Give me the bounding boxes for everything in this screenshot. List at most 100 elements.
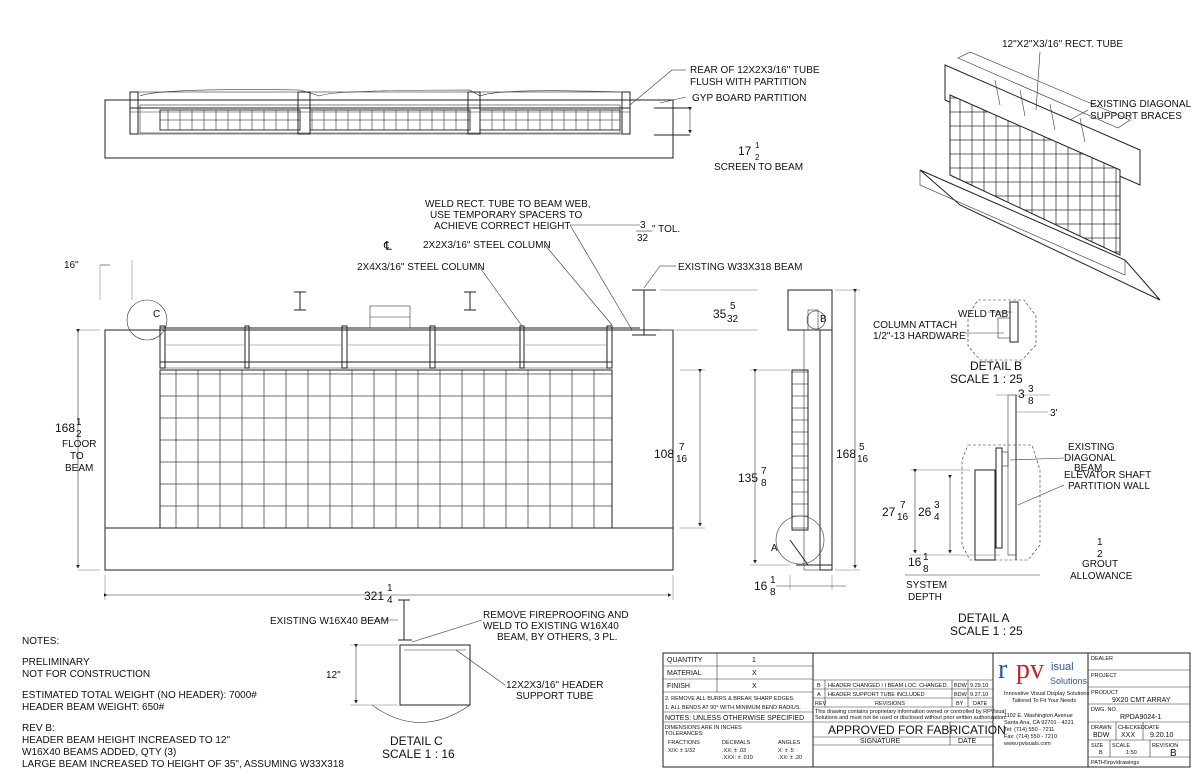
date-header: DATE (973, 701, 988, 707)
label-column-attach: COLUMN ATTACH (873, 320, 957, 331)
checked-label: CHECKED (1118, 725, 1145, 731)
dim-26-whole: 26 (918, 505, 932, 519)
dim-135-num: 7 (761, 466, 767, 477)
label-header-2: SUPPORT TUBE (516, 691, 594, 702)
tb-decimals-value-2: .XXX: ± .010 (722, 755, 753, 761)
dim-27-whole: 27 (882, 505, 896, 519)
tb-angles-value-1: X: ± .5 (778, 748, 794, 754)
dim-screen-to-beam-whole: 17 (738, 144, 752, 158)
size-value: B (1099, 750, 1103, 756)
address-2: Santa Ana, CA 92701 - 4221 (1004, 720, 1074, 726)
date2-value: 9.20.10 (1150, 732, 1173, 739)
dim-27-den: 16 (897, 512, 909, 523)
dim-168-num: 1 (76, 417, 82, 428)
dim-16: 16" (64, 260, 79, 271)
detail-a-title: DETAIL A (958, 611, 1009, 625)
dim-321-num: 1 (387, 583, 393, 594)
dim-3-den: 8 (1028, 396, 1034, 407)
detail-marker-c: C (153, 309, 160, 320)
label-weld-1: WELD RECT. TUBE TO BEAM WEB, (425, 199, 591, 210)
rev-a-desc: HEADER SUPPORT TUBE INCLUDED (828, 692, 925, 698)
dim-135-den: 8 (761, 478, 767, 489)
notes-block: NOTES: PRELIMINARY NOT FOR CONSTRUCTION … (22, 636, 352, 771)
tb-note-burrs: 2. REMOVE ALL BURRS & BREAK SHARP EDGES. (665, 696, 795, 702)
rev-b-desc: HEADER CHANGED / I BEAM LOC. CHANGED. (828, 683, 949, 689)
detail-c: EXISTING W16X40 BEAM REMOVE FIREPROOFING… (270, 599, 629, 761)
tb-angles-label: ANGLES (778, 740, 801, 746)
tb-quantity-value: 1 (752, 657, 756, 664)
product-label: PRODUCT (1091, 690, 1119, 696)
tol-num: 3 (640, 220, 646, 231)
fax: Fax: (714) 550 - 7210 (1004, 734, 1057, 740)
notes-line-2: NOT FOR CONSTRUCTION (22, 669, 151, 680)
path-value: \\rpv\drawings (1105, 760, 1139, 766)
dim-16b-whole: 16 (754, 579, 768, 593)
dwg-no-label: DWG. NO. (1091, 707, 1118, 713)
notes-heading: NOTES: (22, 636, 60, 647)
label-gyp-board: GYP BOARD PARTITION (692, 93, 806, 104)
drawn-label: DRAWN (1091, 725, 1112, 731)
rev-a-code: A (817, 692, 821, 698)
label-existing: EXISTING (1068, 442, 1115, 453)
dim-168b-whole: 168 (836, 447, 856, 461)
label-remove-1: REMOVE FIREPROOFING AND (483, 610, 629, 621)
dim-3-whole: 3 (1018, 387, 1025, 401)
tb-finish-value: X (752, 683, 757, 690)
label-2x2-column: 2X2X3/16" STEEL COLUMN (423, 240, 551, 251)
centerline-symbol: ℄ (383, 239, 392, 253)
tb-approved: APPROVED FOR FABRICATION (828, 723, 1006, 737)
tb-tolerances: TOLERANCES: (665, 731, 704, 737)
label-existing-w33: EXISTING W33X318 BEAM (678, 262, 803, 273)
dealer-label: DEALER (1091, 656, 1113, 662)
tb-decimals-label: DECIMALS (722, 740, 750, 746)
dim-16b-den: 8 (770, 587, 776, 598)
dim-16b-num: 1 (770, 575, 776, 586)
dim-168b-num: 5 (859, 442, 865, 453)
front-view: C ℄ WELD RECT. TUBE TO BEAM WEB, USE TEM… (55, 199, 803, 606)
path-label: PATH (1091, 760, 1105, 766)
detail-a-scale: SCALE 1 : 25 (950, 624, 1023, 638)
label-weld-2: USE TEMPORARY SPACERS TO (430, 210, 582, 221)
dim-16c-whole: 16 (908, 555, 922, 569)
rev-a-date: 9.27.10 (970, 692, 988, 698)
detail-b-title: DETAIL B (970, 359, 1022, 373)
product-value: 9X20 CMT ARRAY (1112, 697, 1171, 704)
tagline-2: Tailored To Fit Your Needs (1012, 698, 1076, 704)
notes-line-1: PRELIMINARY (22, 657, 90, 668)
revision-label: REVISION (1152, 743, 1178, 749)
label-diag-beam: BEAM (1074, 463, 1102, 474)
label-rear-tube-1: REAR OF 12X2X3/16" TUBE (690, 65, 820, 76)
label-rear-tube-2: FLUSH WITH PARTITION (690, 77, 806, 88)
label-header-1: 12X2X3/16" HEADER (506, 680, 604, 691)
label-existing-diag-2: SUPPORT BRACES (1090, 111, 1182, 122)
dim-35-den: 32 (727, 314, 739, 325)
label-remove-3: BEAM, BY OTHERS, 3 PL. (497, 632, 617, 643)
label-floor: FLOOR (62, 439, 96, 450)
logo-pv: pv (1016, 654, 1044, 685)
label-grout: GROUT (1082, 559, 1118, 570)
dim-16c-den: 8 (923, 564, 929, 575)
tb-signature: SIGNATURE (860, 738, 901, 745)
label-allowance: ALLOWANCE (1070, 571, 1133, 582)
detail-b: WELD TAB COLUMN ATTACH 1/2"-13 HARDWARE … (873, 299, 1037, 386)
address-1: 1102 E. Washington Avenue (1004, 713, 1073, 719)
tb-material-label: MATERIAL (667, 670, 702, 677)
dim-168b-den: 16 (857, 454, 869, 465)
logo-isual: isual (1051, 661, 1074, 673)
label-hardware: 1/2"-13 HARDWARE (873, 331, 966, 342)
dim-321-whole: 321 (364, 589, 384, 603)
rev-a-by: BDW (954, 692, 968, 698)
tb-date-label: DATE (958, 738, 976, 745)
tb-angles-value-2: .XX: ± .20 (778, 755, 802, 761)
logo-r: r (998, 654, 1008, 685)
top-view: REAR OF 12X2X3/16" TUBE FLUSH WITH PARTI… (104, 65, 820, 173)
date2-label: DATE (1145, 725, 1160, 731)
tb-proprietary-2: Solutions and must not be used or disclo… (815, 715, 1007, 721)
dim-321-den: 4 (387, 595, 393, 606)
tb-note-bends: 1. ALL BENDS AT 90° WITH MINIMUM BEND RA… (665, 705, 801, 711)
notes-line-4: HEADER BEAM WEIGHT: 650# (22, 702, 165, 713)
tb-dims-inches: DIMENSIONS ARE IN INCHES (665, 725, 742, 731)
dim-168-whole: 168 (55, 421, 75, 435)
dim-35-whole: 35 (713, 307, 727, 321)
dim-27-num: 7 (900, 500, 906, 511)
